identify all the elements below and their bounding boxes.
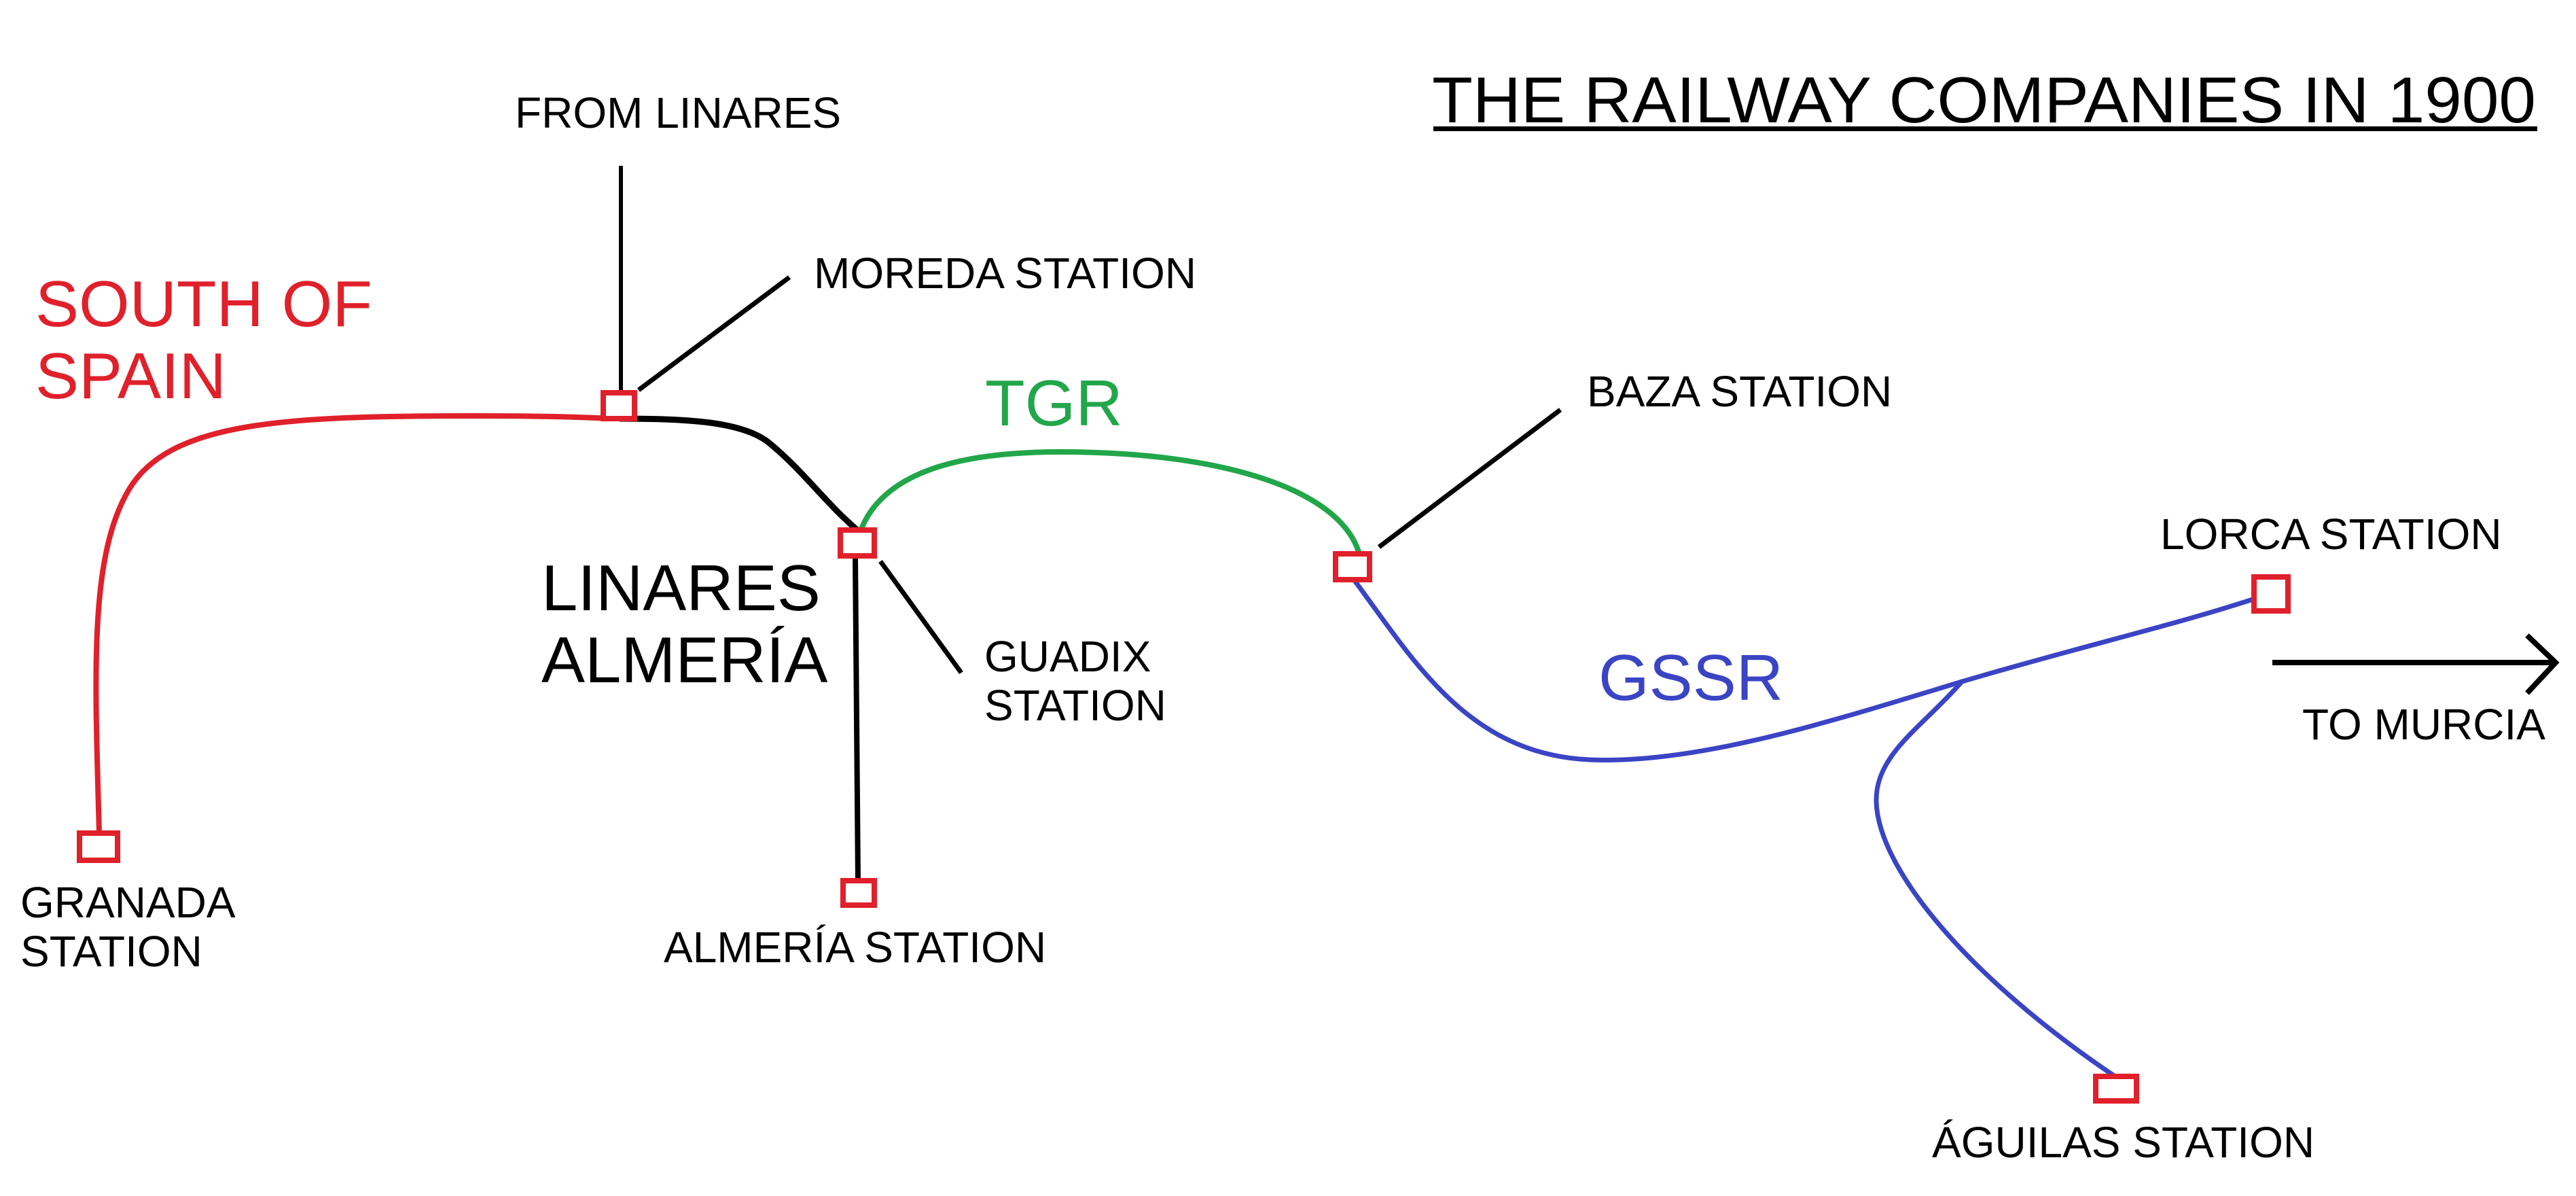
almeria-station-label: ALMERÍA STATION — [664, 923, 1046, 972]
lorca-station-marker — [2251, 574, 2291, 614]
granada-station-label-line1: GRANADA — [20, 878, 236, 927]
aguilas-station-label: ÁGUILAS STATION — [1932, 1118, 2314, 1167]
almeria-station-marker — [840, 878, 877, 908]
aguilas-station-marker — [2093, 1074, 2139, 1104]
granada-station-label-line2: STATION — [20, 927, 202, 976]
baza-station-label: BAZA STATION — [1587, 367, 1892, 416]
gssr-line — [1352, 578, 2254, 763]
station-markers — [77, 390, 2291, 1104]
guadix-station-marker — [838, 527, 877, 559]
map-title: THE RAILWAY COMPANIES IN 1900 — [1432, 64, 2536, 137]
to-murcia-label: TO MURCIA — [2302, 700, 2545, 749]
guadix-station-label-line2: STATION — [984, 681, 1166, 730]
guadix-station-label-line1: GUADIX — [984, 632, 1151, 681]
granada-station-marker — [77, 830, 120, 863]
linares-almeria-line — [619, 415, 859, 533]
almeria-branch-line — [853, 556, 861, 881]
lorca-station-label: LORCA STATION — [2160, 510, 2502, 559]
south-of-spain-line — [93, 412, 612, 833]
moreda-pointer-line — [637, 275, 791, 392]
from-linares-label: FROM LINARES — [515, 88, 841, 137]
tgr-label: TGR — [985, 367, 1123, 440]
south-of-spain-label-line1: SOUTH OF — [35, 268, 372, 340]
baza-pointer-line — [1377, 408, 1562, 549]
moreda-station-marker — [601, 390, 637, 421]
to-murcia-arrow-head-icon — [2525, 633, 2560, 695]
south-of-spain-label-line2: SPAIN — [35, 340, 226, 412]
baza-station-marker — [1333, 551, 1372, 582]
title-underline — [1433, 126, 2537, 131]
gssr-label: GSSR — [1598, 641, 1783, 714]
guadix-pointer-line — [878, 559, 963, 675]
moreda-station-label: MOREDA STATION — [814, 249, 1196, 298]
linares-almeria-label-line2: ALMERÍA — [541, 624, 827, 697]
tgr-line — [859, 448, 1361, 553]
linares-almeria-label-line1: LINARES — [541, 552, 821, 625]
gssr-aguilas-branch — [1874, 680, 2115, 1078]
